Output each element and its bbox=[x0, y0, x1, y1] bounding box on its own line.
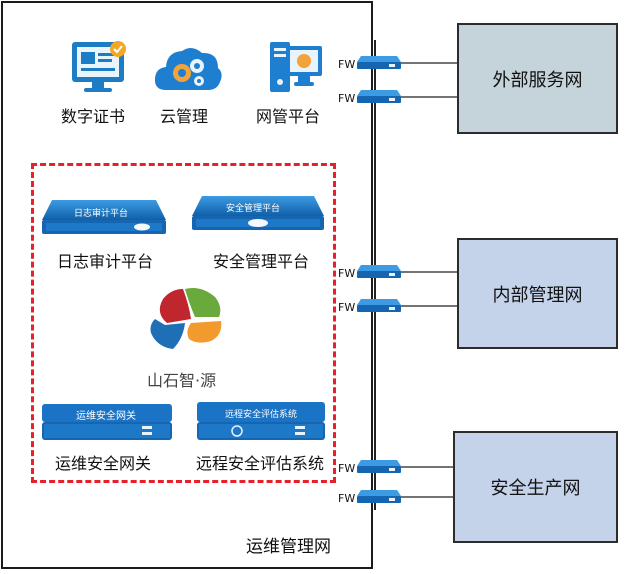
security-product-group bbox=[31, 163, 336, 483]
log-audit-appliance bbox=[42, 200, 166, 236]
remote-assessment-appliance bbox=[197, 402, 325, 442]
hillstone-logo-icon bbox=[143, 283, 227, 355]
fw-label: FW bbox=[338, 58, 356, 71]
ops-security-gateway-label: 运维安全网关 bbox=[55, 454, 152, 473]
cloud-management-label: 云管理 bbox=[160, 107, 209, 126]
network-management-label: 网管平台 bbox=[256, 107, 321, 126]
firewall-6-icon bbox=[357, 490, 401, 504]
firewall-3-icon bbox=[357, 265, 401, 279]
fw-label: FW bbox=[338, 301, 356, 314]
fw-label: FW bbox=[338, 462, 356, 475]
remote-assessment-device-text: 远程安全评估系统 bbox=[225, 410, 298, 420]
security-management-label: 安全管理平台 bbox=[213, 252, 310, 271]
firewall-5-icon bbox=[357, 460, 401, 474]
production-zone: 安全生产网 bbox=[453, 431, 618, 543]
external-service-zone: 外部服务网 bbox=[457, 23, 618, 134]
ops-security-gateway-device-text: 运维安全网关 bbox=[76, 411, 136, 422]
remote-assessment-label: 远程安全评估系统 bbox=[196, 454, 325, 473]
cloud-gear-icon bbox=[152, 40, 224, 96]
firewall-4-icon bbox=[357, 299, 401, 313]
ops-management-zone-label: 运维管理网 bbox=[246, 537, 331, 557]
certificate-monitor-icon bbox=[70, 40, 130, 96]
fw-label: FW bbox=[338, 492, 356, 505]
firewall-2-icon bbox=[357, 90, 401, 104]
firewall-1-icon bbox=[357, 56, 401, 70]
log-audit-device-text: 日志审计平台 bbox=[74, 209, 129, 219]
ops-management-zone bbox=[1, 1, 373, 569]
digital-certificate-label: 数字证书 bbox=[61, 107, 126, 126]
ops-security-gateway-appliance bbox=[42, 404, 172, 440]
security-management-appliance bbox=[192, 196, 324, 234]
fw-label: FW bbox=[338, 92, 356, 105]
log-audit-label: 日志审计平台 bbox=[57, 252, 154, 271]
logo-text: 山石智·源 bbox=[147, 371, 217, 390]
computer-tower-icon bbox=[268, 40, 324, 96]
security-management-device-text: 安全管理平台 bbox=[226, 204, 281, 214]
internal-management-zone: 内部管理网 bbox=[457, 238, 618, 349]
fw-label: FW bbox=[338, 267, 356, 280]
